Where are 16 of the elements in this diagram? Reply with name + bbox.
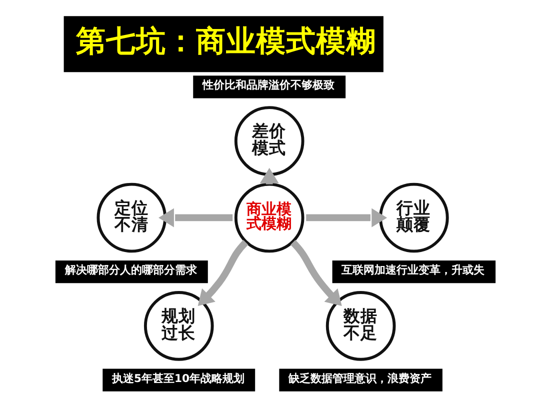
node-circle: 行业颠覆 [378, 182, 448, 253]
node-circle: 定位不清 [96, 182, 166, 253]
node-circle: 差价模式 [234, 106, 304, 176]
node-box: 执迷5年甚至10年战略规划 [102, 368, 255, 392]
arrow [290, 240, 342, 306]
arrow [197, 240, 248, 306]
node-circle: 数据不足 [325, 291, 396, 361]
diagram-title: 第七坑：商业模式模糊 [76, 24, 376, 58]
node-circle: 商业模式模糊 [234, 182, 304, 253]
node-box: 互联网加速行业变革，升或失 [332, 260, 496, 284]
node-box: 缺乏数据管理意识，浪费资产 [278, 368, 442, 392]
node-box: 解决哪部分人的哪部分需求 [54, 260, 208, 284]
arrow [306, 208, 387, 228]
node-circle: 规划过长 [143, 291, 214, 361]
node-box: 性价比和品牌溢价不够极致 [192, 76, 346, 98]
arrow [158, 208, 232, 228]
